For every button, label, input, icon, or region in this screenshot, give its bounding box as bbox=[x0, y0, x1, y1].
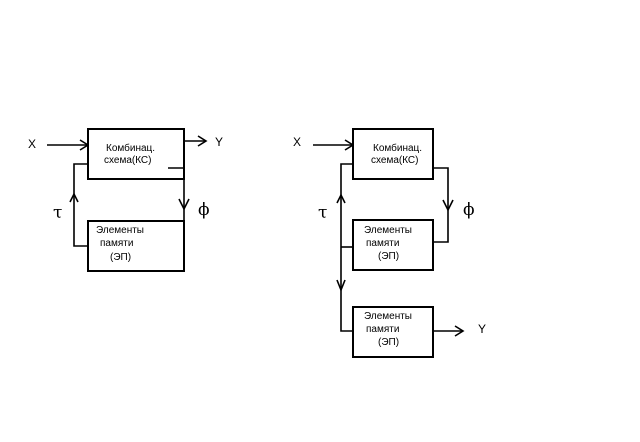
left-input-x-label: X bbox=[28, 137, 36, 151]
left-state-arrowhead bbox=[178, 198, 190, 211]
left-output-y-label: Y bbox=[215, 135, 223, 149]
right-output-memory-block bbox=[352, 306, 434, 358]
right-output-memory-label-2: памяти bbox=[366, 324, 399, 335]
right-output-y-label: Y bbox=[478, 322, 486, 336]
left-memory-label-3: (ЭП) bbox=[110, 252, 131, 263]
left-feedback-arrowhead bbox=[69, 192, 79, 203]
right-output-arrowhead bbox=[454, 325, 465, 337]
right-memory-label-2: памяти bbox=[366, 238, 399, 249]
left-state-phi-label: ϕ bbox=[198, 200, 210, 220]
right-memory-label-3: (ЭП) bbox=[378, 251, 399, 262]
right-feedback-tau-label: τ bbox=[318, 203, 327, 223]
right-combinational-label-1: Комбинац. bbox=[373, 142, 422, 154]
left-output-arrowhead bbox=[197, 135, 208, 147]
right-memory-label-1: Элементы bbox=[364, 225, 412, 236]
right-output-memory-label-3: (ЭП) bbox=[378, 337, 399, 348]
left-combinational-block bbox=[87, 128, 185, 180]
right-state-arrowhead bbox=[442, 199, 454, 212]
right-state-line bbox=[433, 167, 449, 243]
right-combinational-block bbox=[352, 128, 434, 180]
left-diagram: X Комбинац. схема(КС) Y ϕ Элементы памят… bbox=[28, 128, 223, 272]
right-state-phi-label: ϕ bbox=[463, 200, 475, 220]
left-memory-block bbox=[87, 220, 185, 272]
right-output-memory-label-1: Элементы bbox=[364, 311, 412, 322]
right-feedback-bus-line bbox=[340, 163, 353, 332]
right-feedback-up-arrowhead bbox=[336, 193, 346, 204]
left-combinational-label-1: Комбинац. bbox=[106, 142, 155, 154]
right-diagram: X Комбинац. схема(КС) ϕ Элементы памяти … bbox=[293, 128, 486, 358]
right-feedback-down-arrowhead bbox=[336, 279, 346, 293]
left-state-line bbox=[168, 167, 185, 221]
left-feedback-line bbox=[73, 163, 88, 247]
left-memory-label-2: памяти bbox=[100, 238, 133, 249]
right-combinational-label-2: схема(КС) bbox=[371, 155, 418, 166]
right-input-x-label: X bbox=[293, 135, 301, 149]
right-memory-block bbox=[352, 219, 434, 271]
left-memory-label-1: Элементы bbox=[96, 225, 144, 236]
left-feedback-tau-label: τ bbox=[53, 203, 62, 223]
left-combinational-label-2: схема(КС) bbox=[104, 155, 151, 166]
